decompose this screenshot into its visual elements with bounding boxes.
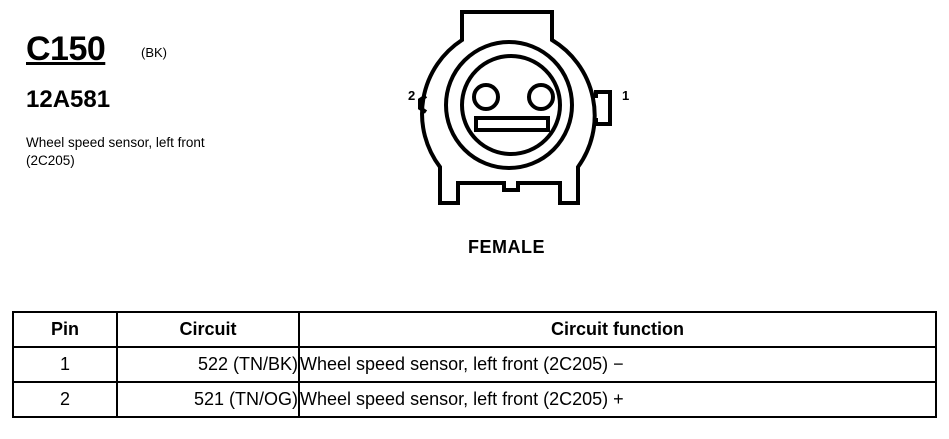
left-notch bbox=[418, 94, 428, 114]
gender-label: FEMALE bbox=[468, 237, 545, 257]
latch-tab bbox=[594, 90, 612, 126]
row-pin: 1 bbox=[12, 346, 118, 383]
table-row: 1 522 (TN/BK) Wheel speed sensor, left f… bbox=[12, 346, 937, 383]
table-row: 2 521 (TN/OG) Wheel speed sensor, left f… bbox=[12, 381, 937, 418]
pin-2-label: 2 bbox=[408, 88, 416, 103]
connector-description: Wheel speed sensor, left front (2C205) bbox=[26, 135, 205, 168]
key-slot bbox=[474, 116, 550, 132]
pinout-table: Pin Circuit Circuit function 1 522 (TN/B… bbox=[12, 311, 937, 418]
part-number: 12A581 bbox=[26, 86, 111, 113]
inner-ring bbox=[444, 40, 574, 170]
header-pin: Pin bbox=[12, 311, 118, 348]
header-circuit: Circuit bbox=[116, 311, 300, 348]
housing-outline bbox=[420, 10, 597, 205]
face-circle bbox=[460, 54, 562, 156]
pin-2-cavity bbox=[472, 83, 500, 111]
color-code: (BK) bbox=[141, 45, 167, 60]
row-circuit: 522 (TN/BK) bbox=[116, 346, 300, 383]
row-function: Wheel speed sensor, left front (2C205) + bbox=[298, 381, 937, 418]
header-circuit-function: Circuit function bbox=[298, 311, 937, 348]
row-function: Wheel speed sensor, left front (2C205) − bbox=[298, 346, 937, 383]
row-pin: 2 bbox=[12, 381, 118, 418]
connector-id: C150 bbox=[26, 30, 106, 68]
connector-face-diagram bbox=[418, 10, 612, 205]
row-circuit: 521 (TN/OG) bbox=[116, 381, 300, 418]
pin-1-label: 1 bbox=[622, 88, 630, 103]
pin-1-cavity bbox=[527, 83, 555, 111]
table-header-row: Pin Circuit Circuit function bbox=[12, 311, 937, 348]
